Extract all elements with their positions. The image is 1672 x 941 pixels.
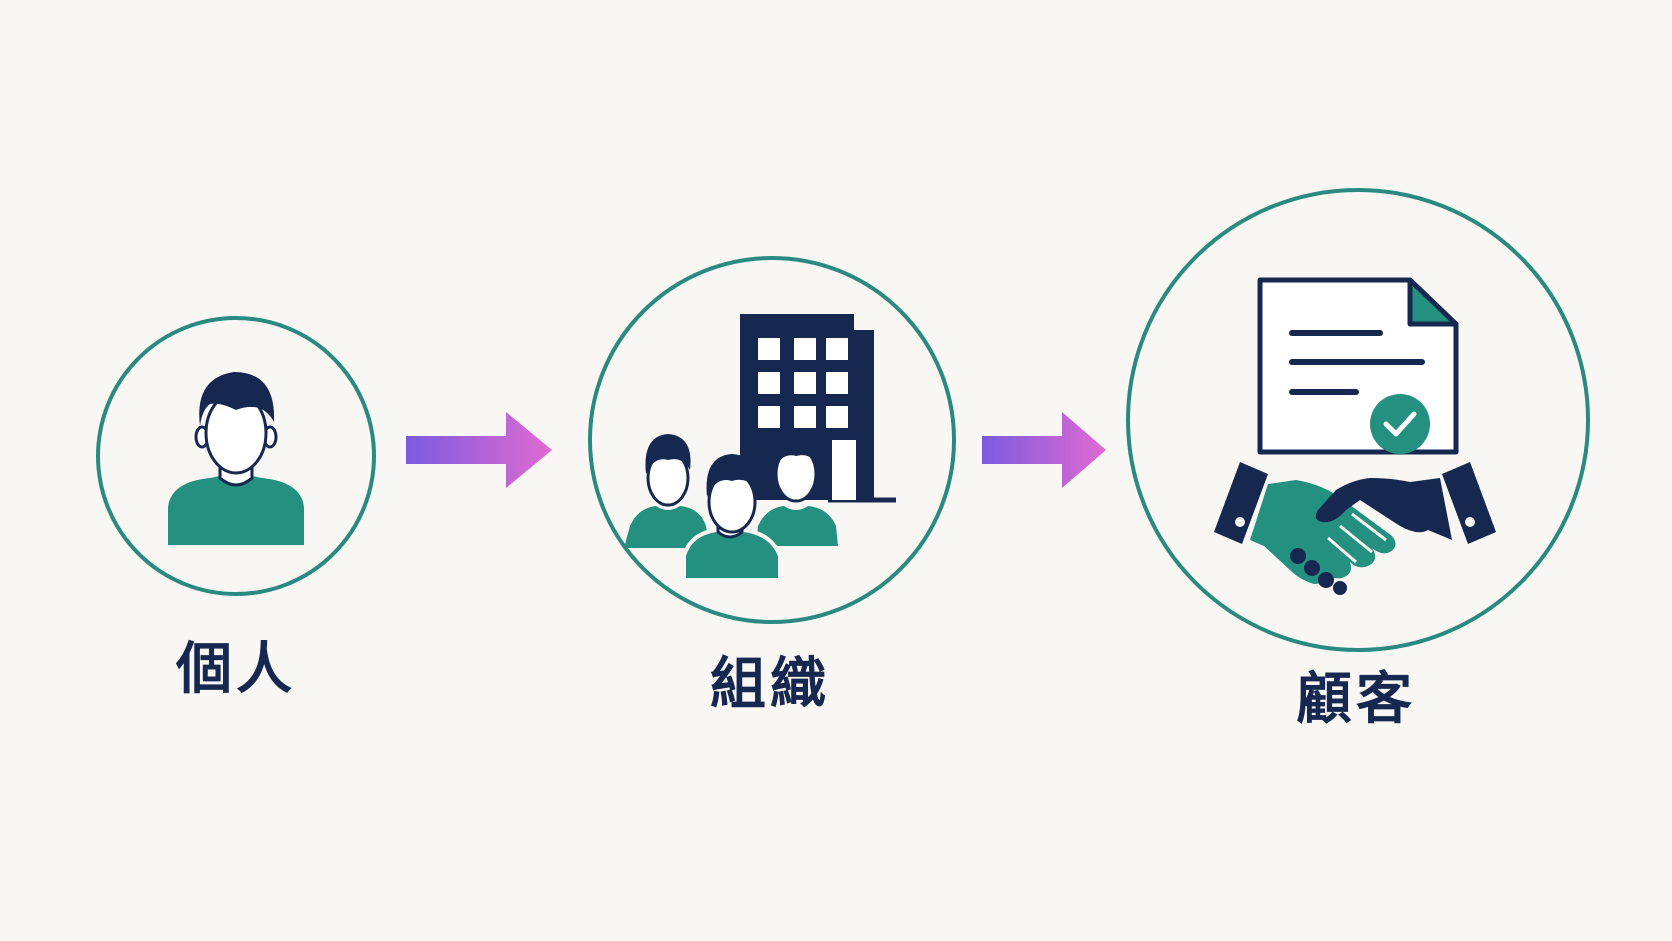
contract-handshake-icon <box>1214 277 1496 595</box>
stage-organization <box>588 256 956 624</box>
team-member-left <box>624 434 710 548</box>
building-icon <box>740 314 896 503</box>
team-member-right <box>756 430 838 546</box>
arrow-right-icon <box>982 412 1106 488</box>
stage-individual <box>96 316 376 596</box>
arrow-right-icon <box>406 412 552 488</box>
customer-ring <box>1126 188 1590 652</box>
stage-customer <box>1126 188 1590 652</box>
stage-label-individual: 個人 <box>176 637 296 702</box>
team-member-front <box>682 454 782 582</box>
organization-icon <box>624 314 896 582</box>
stage-label-organization: 組織 <box>710 652 830 717</box>
handshake-icon <box>1214 462 1496 595</box>
individual-ring <box>96 316 376 596</box>
stage-label-customer: 顧客 <box>1296 667 1416 732</box>
person-icon <box>168 372 304 545</box>
check-badge-icon <box>1370 394 1430 454</box>
organization-ring <box>588 256 956 624</box>
